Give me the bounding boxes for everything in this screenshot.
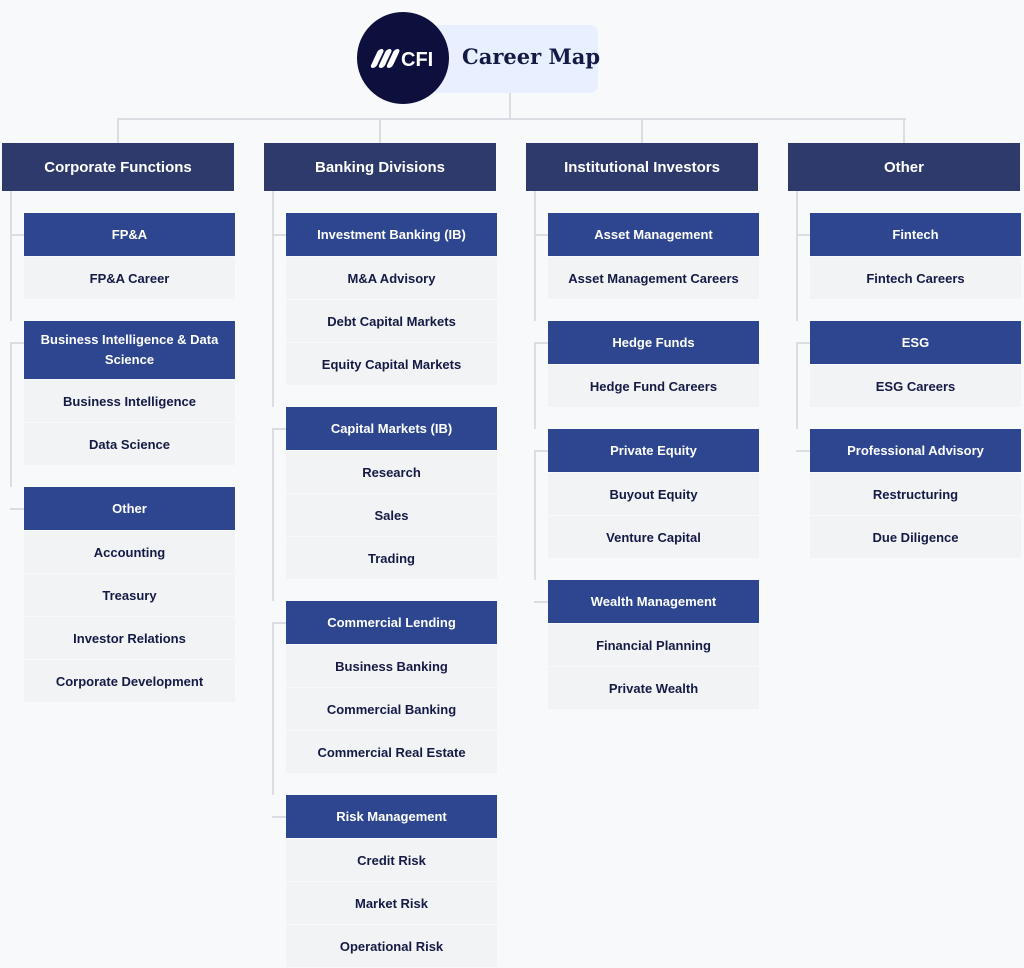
connector-line	[379, 118, 381, 143]
connector-line	[272, 191, 274, 235]
career-item[interactable]: Asset Management Careers	[548, 257, 759, 299]
career-item[interactable]: Financial Planning	[548, 624, 759, 666]
career-item[interactable]: Data Science	[24, 423, 235, 465]
connector-line	[534, 191, 536, 235]
career-item[interactable]: Corporate Development	[24, 660, 235, 702]
group-header[interactable]: Asset Management	[548, 213, 759, 256]
career-item[interactable]: Trading	[286, 537, 497, 579]
group-header[interactable]: Private Equity	[548, 429, 759, 472]
group-header[interactable]: Capital Markets (IB)	[286, 407, 497, 450]
group-header[interactable]: Investment Banking (IB)	[286, 213, 497, 256]
connector-line	[641, 118, 643, 143]
group-header[interactable]: Fintech	[810, 213, 1021, 256]
career-item[interactable]: Treasury	[24, 574, 235, 616]
group-header[interactable]: Commercial Lending	[286, 601, 497, 644]
category-header[interactable]: Institutional Investors	[526, 143, 758, 191]
career-item[interactable]: Business Intelligence	[24, 380, 235, 422]
group-header[interactable]: Professional Advisory	[810, 429, 1021, 472]
career-item[interactable]: Commercial Banking	[286, 688, 497, 730]
group-header[interactable]: Risk Management	[286, 795, 497, 838]
career-item[interactable]: Market Risk	[286, 882, 497, 924]
career-item[interactable]: Restructuring	[810, 473, 1021, 515]
group-header[interactable]: Wealth Management	[548, 580, 759, 623]
career-item[interactable]: Venture Capital	[548, 516, 759, 558]
cfi-logo: CFI	[357, 12, 449, 104]
connector-line	[796, 191, 798, 235]
career-item[interactable]: Fintech Careers	[810, 257, 1021, 299]
group-header[interactable]: Business Intelligence & Data Science	[24, 321, 235, 379]
category-header[interactable]: Corporate Functions	[2, 143, 234, 191]
connector-line	[903, 118, 905, 143]
group-header[interactable]: Other	[24, 487, 235, 530]
group-header[interactable]: ESG	[810, 321, 1021, 364]
career-item[interactable]: Due Diligence	[810, 516, 1021, 558]
career-item[interactable]: Private Wealth	[548, 667, 759, 709]
category-header[interactable]: Banking Divisions	[264, 143, 496, 191]
career-item[interactable]: ESG Careers	[810, 365, 1021, 407]
career-item[interactable]: Research	[286, 451, 497, 493]
career-item[interactable]: Hedge Fund Careers	[548, 365, 759, 407]
career-item[interactable]: Sales	[286, 494, 497, 536]
career-item[interactable]: Investor Relations	[24, 617, 235, 659]
career-item[interactable]: Debt Capital Markets	[286, 300, 497, 342]
connector-line	[10, 191, 12, 235]
career-item[interactable]: Credit Risk	[286, 839, 497, 881]
career-item[interactable]: Accounting	[24, 531, 235, 573]
career-item[interactable]: Buyout Equity	[548, 473, 759, 515]
svg-text:CFI: CFI	[401, 49, 433, 70]
title-banner	[430, 25, 598, 93]
career-item[interactable]: Operational Risk	[286, 925, 497, 967]
career-item[interactable]: Business Banking	[286, 645, 497, 687]
career-item[interactable]: Commercial Real Estate	[286, 731, 497, 773]
group-header[interactable]: FP&A	[24, 213, 235, 256]
connector-line	[117, 118, 119, 143]
career-item[interactable]: FP&A Career	[24, 257, 235, 299]
group-header[interactable]: Hedge Funds	[548, 321, 759, 364]
career-item[interactable]: M&A Advisory	[286, 257, 497, 299]
connector-line	[509, 92, 511, 118]
career-item[interactable]: Equity Capital Markets	[286, 343, 497, 385]
page-title: Career Map	[462, 44, 601, 69]
category-header[interactable]: Other	[788, 143, 1020, 191]
connector-line	[117, 118, 906, 120]
